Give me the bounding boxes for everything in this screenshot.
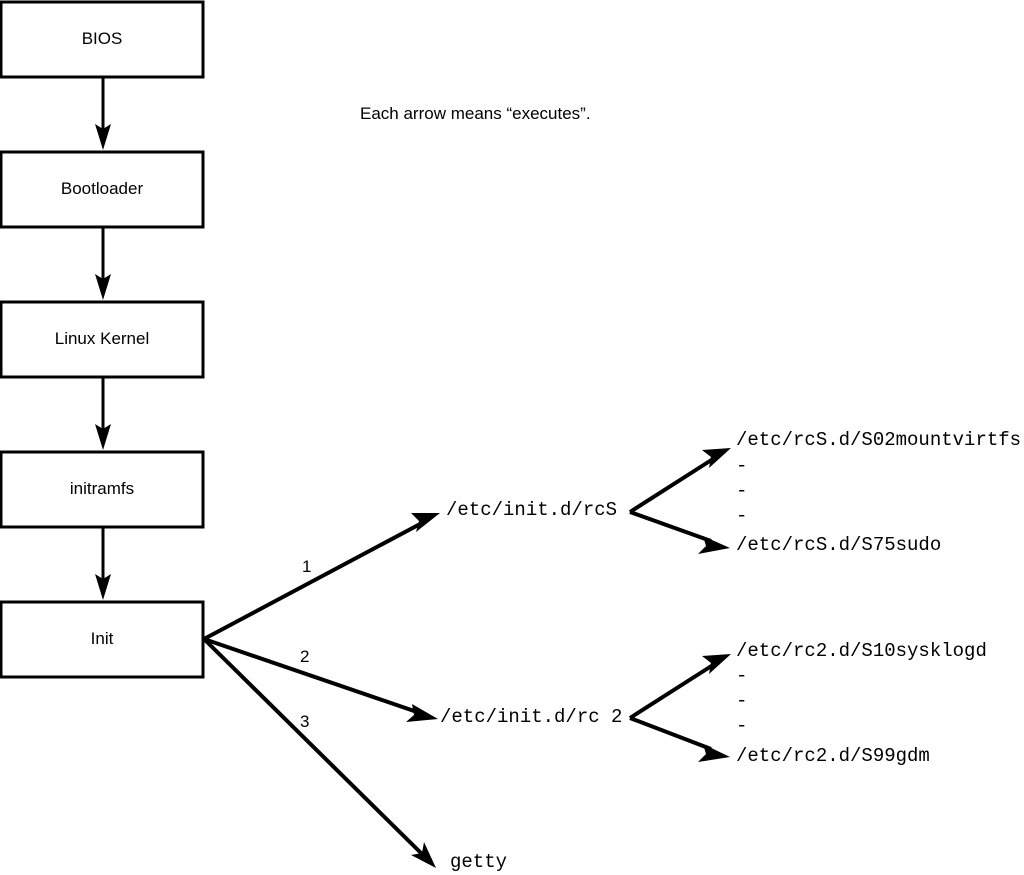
target-label-rc2: /etc/init.d/rc 2 (440, 706, 623, 728)
target-label-getty: getty (450, 851, 508, 873)
arrow-rcs-to-last-script (629, 510, 730, 554)
box-label-kernel: Linux Kernel (54, 329, 150, 348)
arrow-rc2-to-last-script (629, 716, 730, 762)
arrow-init-to-rc2 (203, 637, 438, 722)
box-init (0, 600, 205, 679)
script-continuation-rc2-1: - (736, 665, 748, 687)
box-label-initramfs: initramfs (69, 479, 135, 498)
script-label-rc2-last: /etc/rc2.d/S99gdm (736, 745, 930, 767)
arrow-kernel-to-initramfs (95, 377, 111, 450)
box-bootloader (0, 150, 205, 229)
script-continuation-rcs-1: - (736, 455, 748, 477)
box-bios (0, 0, 205, 79)
script-continuation-rc2-3: - (736, 715, 748, 737)
script-label-rcs-first: /etc/rcS.d/S02mountvirtfs (736, 429, 1022, 451)
arrow-initramfs-to-init (95, 527, 111, 600)
legend-note: Each arrow means “executes”. (360, 104, 591, 123)
script-label-rc2-first: /etc/rc2.d/S10sysklogd (736, 640, 987, 662)
edge-number-3: 3 (300, 712, 310, 731)
arrow-init-to-getty (202, 637, 436, 868)
edge-number-2: 2 (300, 647, 310, 666)
arrow-bootloader-to-kernel (95, 227, 111, 300)
script-label-rcs-last: /etc/rcS.d/S75sudo (736, 534, 942, 556)
arrow-init-to-rcs (203, 513, 440, 641)
script-continuation-rcs-2: - (736, 480, 748, 502)
box-initramfs (0, 450, 205, 529)
target-label-rcs: /etc/init.d/rcS (446, 499, 618, 521)
script-continuation-rc2-2: - (736, 690, 748, 712)
box-label-init: Init (90, 629, 114, 648)
edge-number-1: 1 (302, 557, 312, 576)
box-label-bootloader: Bootloader (60, 179, 144, 198)
arrow-bios-to-bootloader (95, 77, 111, 150)
box-label-bios: BIOS (81, 29, 123, 48)
arrow-rc2-to-first-script (628, 654, 731, 720)
script-continuation-rcs-3: - (736, 505, 748, 527)
arrow-rcs-to-first-script (628, 448, 731, 514)
